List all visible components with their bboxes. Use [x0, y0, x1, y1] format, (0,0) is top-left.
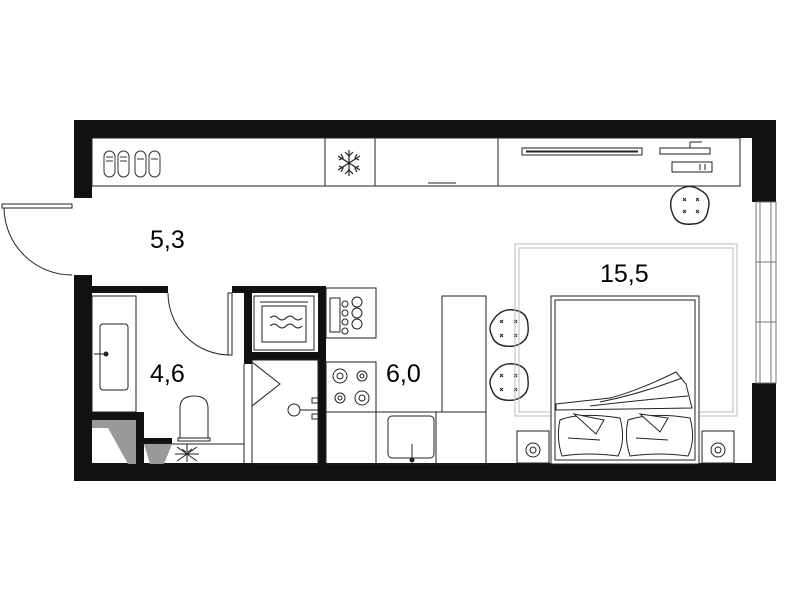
toilet: [177, 395, 211, 442]
dining-chairs: [489, 309, 529, 401]
sink: [375, 411, 437, 465]
bathroom-area-label: 4,6: [150, 360, 185, 388]
wall-left-lower: [74, 275, 92, 481]
tall-counter: [435, 411, 487, 465]
kitchen-area-label: 6,0: [386, 360, 421, 388]
nightstands: [516, 430, 735, 464]
washbasin: [91, 295, 137, 413]
slippers-icon: [103, 150, 161, 178]
wardrobe: [91, 137, 326, 187]
nightstand-left: [516, 430, 550, 464]
shower-drain: [287, 403, 301, 417]
snowflake-icon: [337, 150, 361, 176]
bed: [550, 295, 700, 465]
bathroom-door: [227, 292, 233, 356]
window-right: [755, 201, 777, 384]
top-cabinets: [91, 137, 741, 187]
wall-left-upper: [74, 120, 92, 198]
pillow-left: [557, 414, 624, 457]
fridge: [441, 295, 487, 413]
shower: [251, 359, 319, 465]
flower-chair-icon: [669, 185, 710, 225]
exterior-walls: [74, 120, 776, 481]
wall-right-upper: [752, 120, 776, 202]
kitchen: [325, 287, 487, 465]
nightstand-right: [701, 430, 735, 464]
entry-door-swing: [3, 207, 73, 276]
oven-column: [325, 287, 377, 339]
washer-cabinet: [253, 295, 315, 351]
cooktop: [325, 361, 377, 413]
wall-right-lower: [752, 383, 776, 481]
entry-door-leaf: [1, 203, 73, 209]
cabinet-middle: [374, 137, 499, 187]
tv-icon: [521, 141, 713, 173]
interior-walls: [92, 286, 326, 464]
bathroom-door-swing: [167, 292, 231, 356]
plant-icon: [175, 444, 199, 462]
bathroom-shadow: [92, 420, 172, 464]
wall-top: [74, 120, 776, 138]
wall-bottom: [74, 463, 776, 481]
living-room-area-label: 15,5: [600, 260, 649, 288]
hallway-area-label: 5,3: [150, 226, 185, 254]
entry-door: [1, 203, 73, 276]
pillow-right: [625, 414, 694, 457]
tv-cabinet: [497, 137, 741, 187]
